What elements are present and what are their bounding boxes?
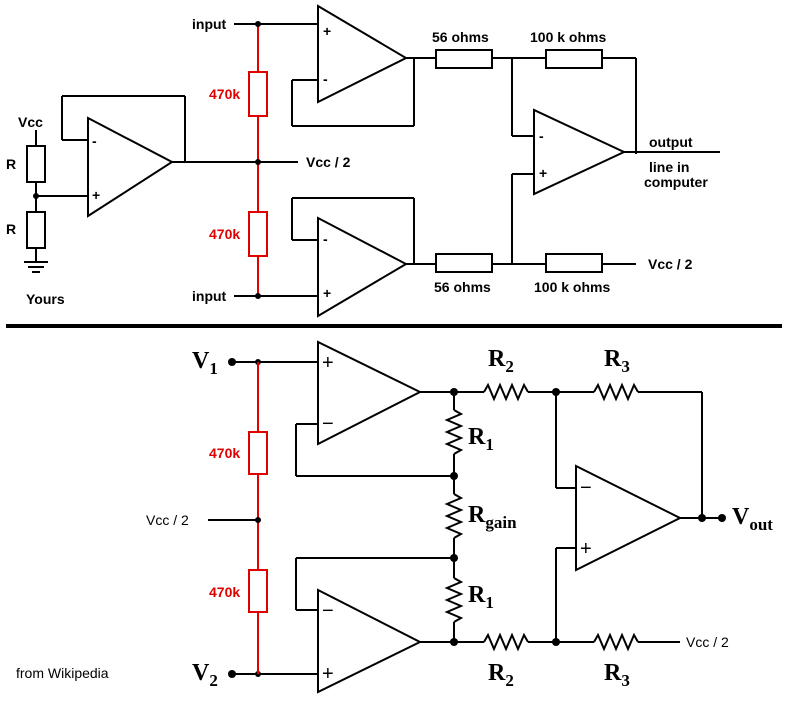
resistor-r1-lower xyxy=(444,577,464,623)
opamp-1-bottom xyxy=(317,340,423,446)
resistor-100k-bottom xyxy=(545,253,603,273)
r3-top-label: R3 xyxy=(604,346,630,376)
resistor-470k-lower-b xyxy=(248,569,268,613)
bottom-circuit: V1 V2 470k 470k Vcc / 2 + − xyxy=(16,340,773,694)
red-res-upper-label: 470k xyxy=(209,86,240,102)
op3-b-minus: − xyxy=(580,477,592,499)
red-res-lower-label: 470k xyxy=(209,226,240,242)
op1-b-minus: − xyxy=(322,413,334,435)
line-in-label: line in xyxy=(649,159,689,175)
output-label: output xyxy=(649,134,693,150)
op3-b-plus: + xyxy=(580,538,592,560)
resistor-r2-top xyxy=(483,382,529,402)
resistor-470k-upper xyxy=(248,71,268,117)
r100k-bottom-label: 100 k ohms xyxy=(534,279,610,295)
r-lower-label: R xyxy=(6,221,16,237)
resistor-100k-top xyxy=(545,49,603,69)
computer-label: computer xyxy=(644,174,708,190)
top-circuit: Vcc R R - + Yours 470k 470k input + - xyxy=(6,4,720,318)
resistor-56-top xyxy=(435,49,493,69)
vcc-half-right-label: Vcc / 2 xyxy=(648,256,693,272)
buffer-opamp xyxy=(87,116,174,218)
r-upper-label: R xyxy=(6,156,16,172)
resistor-r2-bottom xyxy=(483,632,529,652)
r56-bottom-label: 56 ohms xyxy=(434,279,491,295)
vcc-half-right-label-b: Vcc / 2 xyxy=(686,634,729,650)
opamp-3-bottom xyxy=(575,464,683,572)
v2-label: V2 xyxy=(192,660,218,690)
buffer-minus-sign: - xyxy=(92,133,97,149)
vcc-half-left-label: Vcc / 2 xyxy=(146,512,189,528)
rgain-label: Rgain xyxy=(468,502,517,532)
opamp-2-top xyxy=(317,216,409,318)
op2-b-plus: + xyxy=(322,663,334,685)
resistor-r1-upper xyxy=(444,409,464,455)
red-res-upper-label-b: 470k xyxy=(209,445,240,461)
opamp-3-top xyxy=(533,108,627,196)
input-bottom-label: input xyxy=(192,288,227,304)
r1-lower-label: R1 xyxy=(468,582,494,612)
resistor-56-bottom xyxy=(435,253,493,273)
v1-label: V1 xyxy=(192,348,218,378)
op3-minus: - xyxy=(539,128,544,144)
opamp-1-top xyxy=(317,4,409,104)
resistor-r3-top xyxy=(593,382,639,402)
source-label: from Wikipedia xyxy=(16,665,109,681)
vcc-label: Vcc xyxy=(18,114,43,130)
resistor-r-lower xyxy=(26,211,46,249)
op2-plus: + xyxy=(323,285,331,301)
resistor-rgain xyxy=(444,493,464,539)
input-top-label: input xyxy=(192,16,227,32)
resistor-470k-lower xyxy=(248,211,268,257)
opamp-2-bottom xyxy=(317,588,423,694)
r2-bottom-label: R2 xyxy=(488,660,514,690)
resistor-r-upper xyxy=(26,145,46,183)
vcc-divider-buffer: Vcc R R - + Yours xyxy=(6,95,298,307)
r56-top-label: 56 ohms xyxy=(432,29,489,45)
vout-label: Vout xyxy=(732,504,773,534)
yours-label: Yours xyxy=(26,291,65,307)
resistor-r3-bottom xyxy=(593,632,639,652)
ground-icon xyxy=(24,261,48,273)
op2-minus: - xyxy=(323,231,328,247)
op1-b-plus: + xyxy=(322,352,334,374)
resistor-470k-upper-b xyxy=(248,431,268,475)
r100k-top-label: 100 k ohms xyxy=(530,29,606,45)
r2-top-label: R2 xyxy=(488,346,514,376)
op3-plus: + xyxy=(539,165,547,181)
red-res-lower-label-b: 470k xyxy=(209,584,240,600)
buffer-plus-sign: + xyxy=(92,187,100,203)
op1-plus: + xyxy=(323,23,331,39)
r3-bottom-label: R3 xyxy=(604,660,630,690)
vcc-half-mid-label: Vcc / 2 xyxy=(306,154,351,170)
r1-upper-label: R1 xyxy=(468,424,494,454)
op2-b-minus: − xyxy=(322,600,334,622)
op1-minus: - xyxy=(323,71,328,87)
